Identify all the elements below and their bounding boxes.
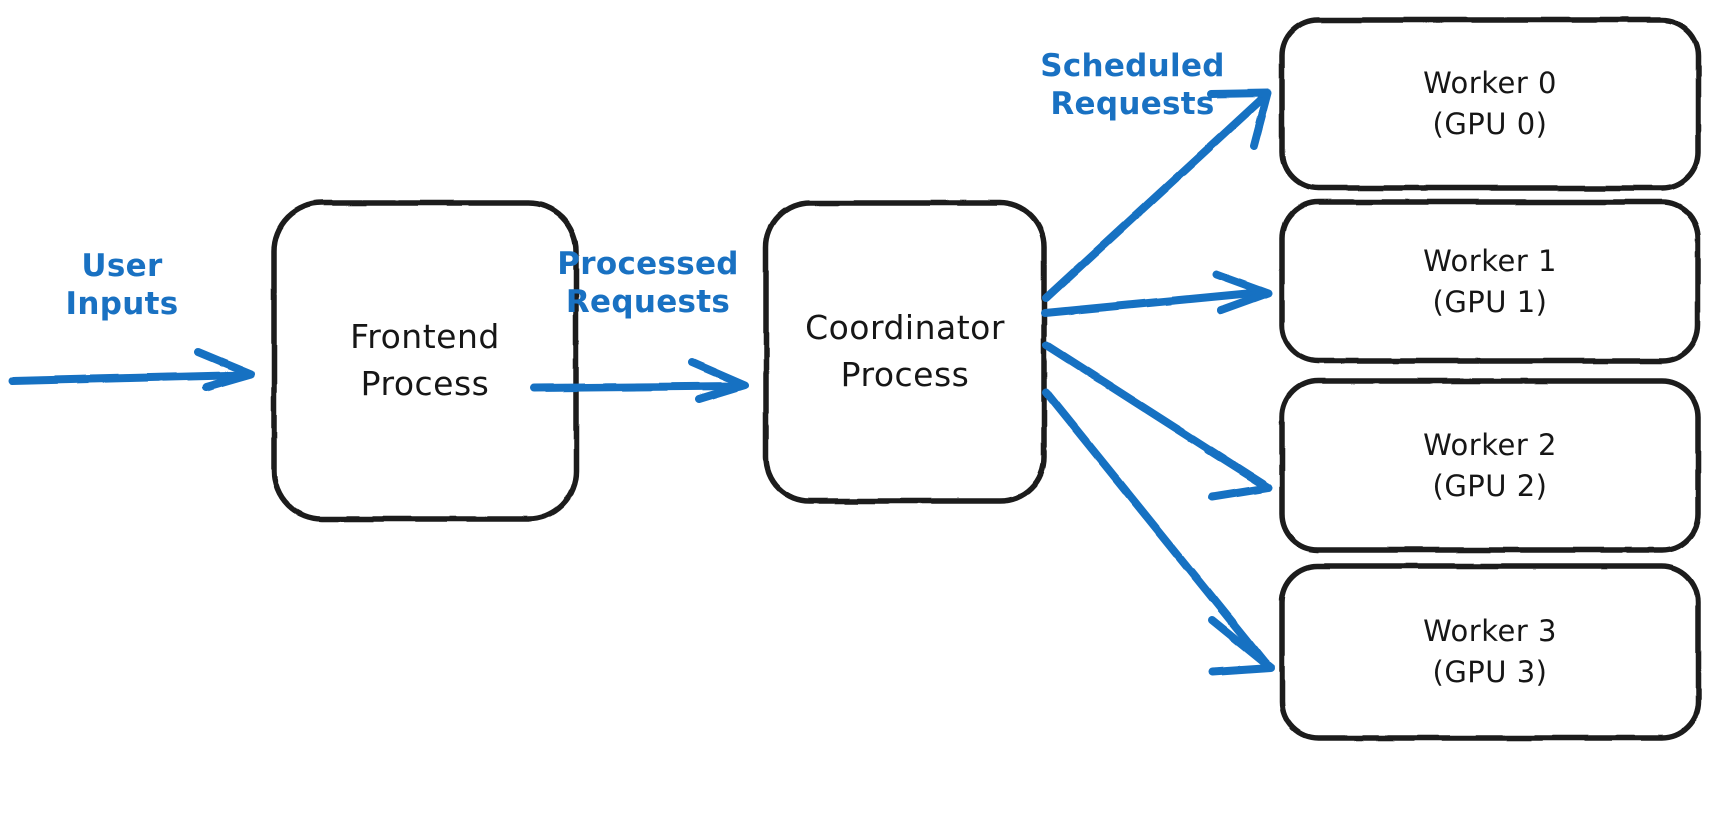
frontend-process-box[interactable] <box>271 200 579 522</box>
arrow-frontend-to-coordinator <box>530 358 749 403</box>
arrow-coordinator-to-worker-0 <box>1042 89 1272 302</box>
worker-1-box[interactable] <box>1279 199 1701 364</box>
arrow-coordinator-to-worker-3 <box>1042 388 1275 676</box>
coordinator-process-node[interactable] <box>766 203 1044 501</box>
arrow-coordinator-to-worker-2 <box>1042 341 1272 501</box>
coordinator-process-box[interactable] <box>763 200 1047 504</box>
worker-2-node[interactable] <box>1282 381 1698 550</box>
worker-3-box[interactable] <box>1279 563 1701 741</box>
frontend-process-node[interactable] <box>274 203 576 519</box>
worker-2-box[interactable] <box>1279 378 1701 553</box>
worker-0-node[interactable] <box>1282 20 1698 188</box>
arrow-user-inputs-to-frontend <box>8 348 255 391</box>
worker-3-node[interactable] <box>1282 566 1698 738</box>
worker-1-node[interactable] <box>1282 202 1698 361</box>
arrow-coordinator-to-worker-1 <box>1041 270 1272 317</box>
worker-0-box[interactable] <box>1279 17 1701 191</box>
